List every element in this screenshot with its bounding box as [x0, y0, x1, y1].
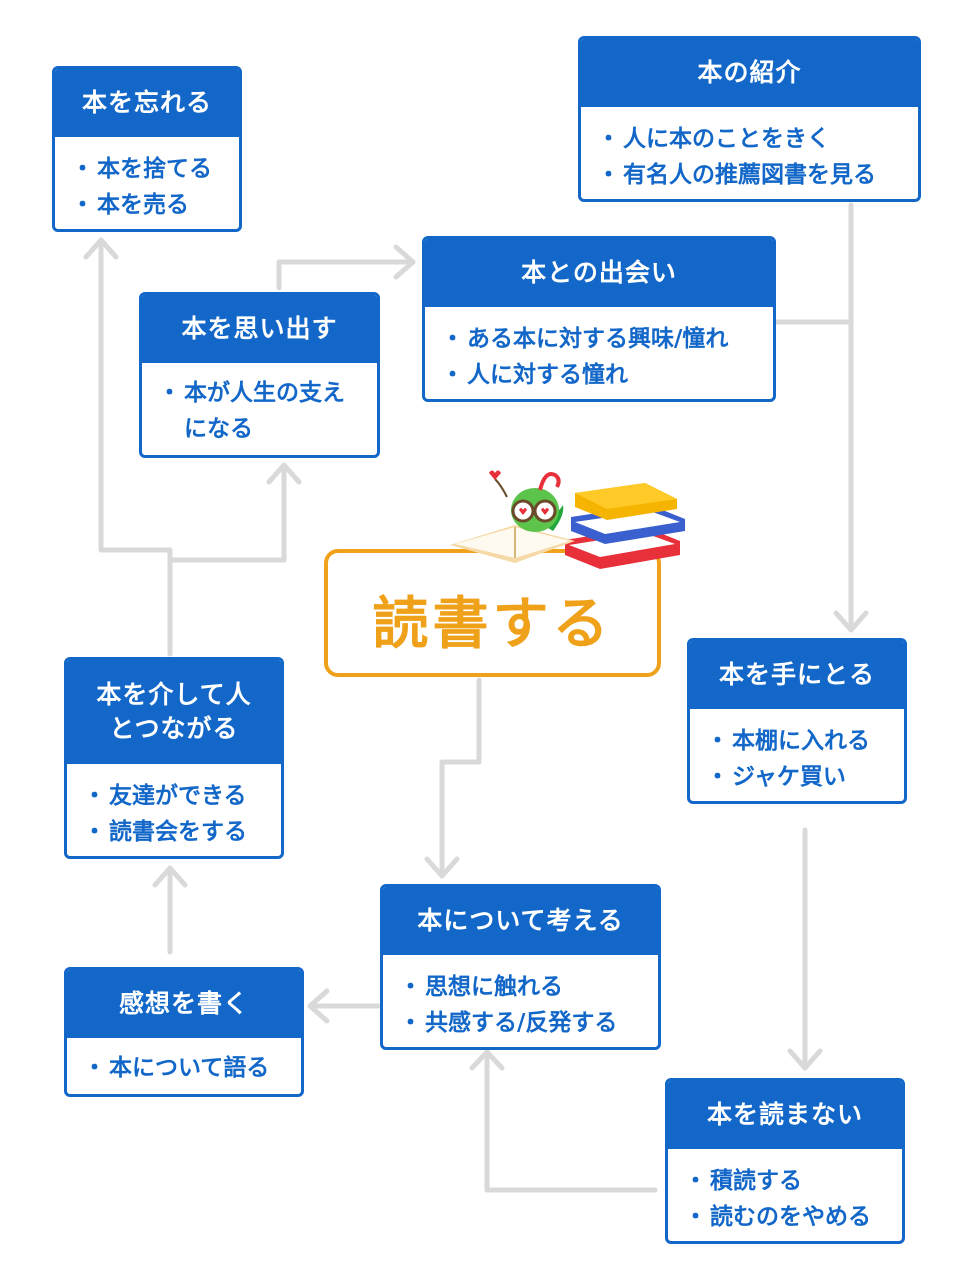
arrowhead-pickup	[833, 610, 869, 633]
center-label: 読書する	[372, 591, 613, 657]
node-title: 本を読まない	[668, 1081, 902, 1149]
list-item: ジャケ買い	[706, 759, 890, 795]
list-item: 読書会をする	[83, 814, 267, 850]
arrowhead-connect	[152, 865, 188, 888]
node-connect-people: 本を介して人とつながる 友達ができる 読書会をする	[64, 657, 284, 859]
node-think-about-book: 本について考える 思想に触れる 共感する/反発する	[380, 884, 661, 1050]
node-title: 感想を書く	[67, 970, 301, 1038]
node-title: 本を介して人とつながる	[67, 660, 281, 764]
list-item: 本が人生の支えになる	[158, 375, 363, 447]
connector-center-to-think	[439, 677, 482, 879]
node-body: 本棚に入れる ジャケ買い	[690, 709, 904, 801]
book-stack-icon	[565, 483, 685, 569]
connector-connect-to-forget	[98, 237, 173, 657]
arrowhead-write	[307, 988, 330, 1024]
arrowhead-think-top	[424, 856, 460, 879]
node-title: 本を思い出す	[142, 295, 377, 363]
arrowhead-recall	[266, 462, 302, 485]
node-body: 本が人生の支えになる	[142, 363, 377, 455]
node-pick-up-book: 本を手にとる 本棚に入れる ジャケ買い	[687, 638, 907, 804]
list-item: 積読する	[684, 1163, 888, 1199]
node-body: 本を捨てる 本を売る	[55, 137, 239, 229]
node-forget-book: 本を忘れる 本を捨てる 本を売る	[52, 66, 242, 232]
list-item: 本を売る	[71, 187, 225, 223]
node-title: 本との出会い	[425, 239, 773, 307]
node-body: 思想に触れる 共感する/反発する	[383, 955, 658, 1047]
list-item: ある本に対する興味/憧れ	[441, 321, 759, 357]
node-body: 人に本のことをきく 有名人の推薦図書を見る	[581, 107, 918, 199]
node-title: 本の紹介	[581, 39, 918, 107]
list-item: 人に対する憧れ	[441, 357, 759, 393]
node-body: 友達ができる 読書会をする	[67, 764, 281, 856]
arrowhead-encounter	[393, 244, 416, 280]
node-not-read-book: 本を読まない 積読する 読むのをやめる	[665, 1078, 905, 1244]
node-book-encounter: 本との出会い ある本に対する興味/憧れ 人に対する憧れ	[422, 236, 776, 402]
list-item: 本を捨てる	[71, 151, 225, 187]
list-item: 友達ができる	[83, 778, 267, 814]
list-item: 読むのをやめる	[684, 1199, 888, 1235]
arrowhead-forget	[83, 237, 119, 260]
connector-recall-to-encounter	[276, 259, 416, 291]
node-body: 積読する 読むのをやめる	[668, 1149, 902, 1241]
list-item: 思想に触れる	[399, 969, 644, 1005]
list-item: 本について語る	[83, 1050, 287, 1086]
connector-notread-to-think	[484, 1049, 658, 1193]
arrowhead-notread	[787, 1048, 823, 1071]
connector-connect-to-recall	[167, 462, 287, 563]
list-item: 本棚に入れる	[706, 723, 890, 759]
list-item: 有名人の推薦図書を見る	[597, 157, 904, 193]
arrowhead-think-bottom	[469, 1049, 505, 1071]
list-item: 共感する/反発する	[399, 1005, 644, 1041]
node-book-introduction: 本の紹介 人に本のことをきく 有名人の推薦図書を見る	[578, 36, 921, 202]
node-title: 本を忘れる	[55, 69, 239, 137]
node-body: ある本に対する興味/憧れ 人に対する憧れ	[425, 307, 773, 399]
open-book-icon	[450, 525, 575, 563]
node-write-impressions: 感想を書く 本について語る	[64, 967, 304, 1097]
list-item: 人に本のことをきく	[597, 121, 904, 157]
node-recall-book: 本を思い出す 本が人生の支えになる	[139, 292, 380, 458]
center-node-reading: 読書する	[324, 549, 661, 677]
node-title: 本を手にとる	[690, 641, 904, 709]
node-body: 本について語る	[67, 1038, 301, 1094]
node-title: 本について考える	[383, 887, 658, 955]
bookworm-with-books-icon	[450, 470, 685, 569]
bookworm-icon	[489, 470, 564, 532]
